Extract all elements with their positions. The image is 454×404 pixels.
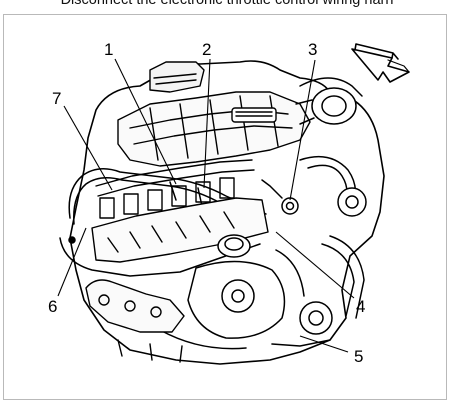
- pulley: [271, 249, 333, 347]
- caption-text: Disconnect the electronic throttle contr…: [60, 0, 394, 8]
- callout-1: 1: [104, 40, 113, 59]
- front-direction-arrow-icon: [351, 43, 410, 83]
- callout-leaders: [57, 58, 355, 353]
- callout-3: 3: [308, 40, 317, 59]
- callout-5: 5: [354, 347, 363, 366]
- throttle-body: [261, 77, 363, 215]
- callout-6: 6: [48, 297, 57, 316]
- fuel-rail: [95, 159, 255, 219]
- callout-4: 4: [356, 297, 365, 316]
- callout-7: 7: [52, 89, 61, 108]
- coolant-hoses: [299, 155, 367, 319]
- front-cover: [159, 234, 286, 350]
- intake-manifold: [117, 61, 311, 167]
- valve-cover: [91, 197, 269, 263]
- callout-2: 2: [202, 40, 211, 59]
- exhaust-manifold: [85, 279, 185, 363]
